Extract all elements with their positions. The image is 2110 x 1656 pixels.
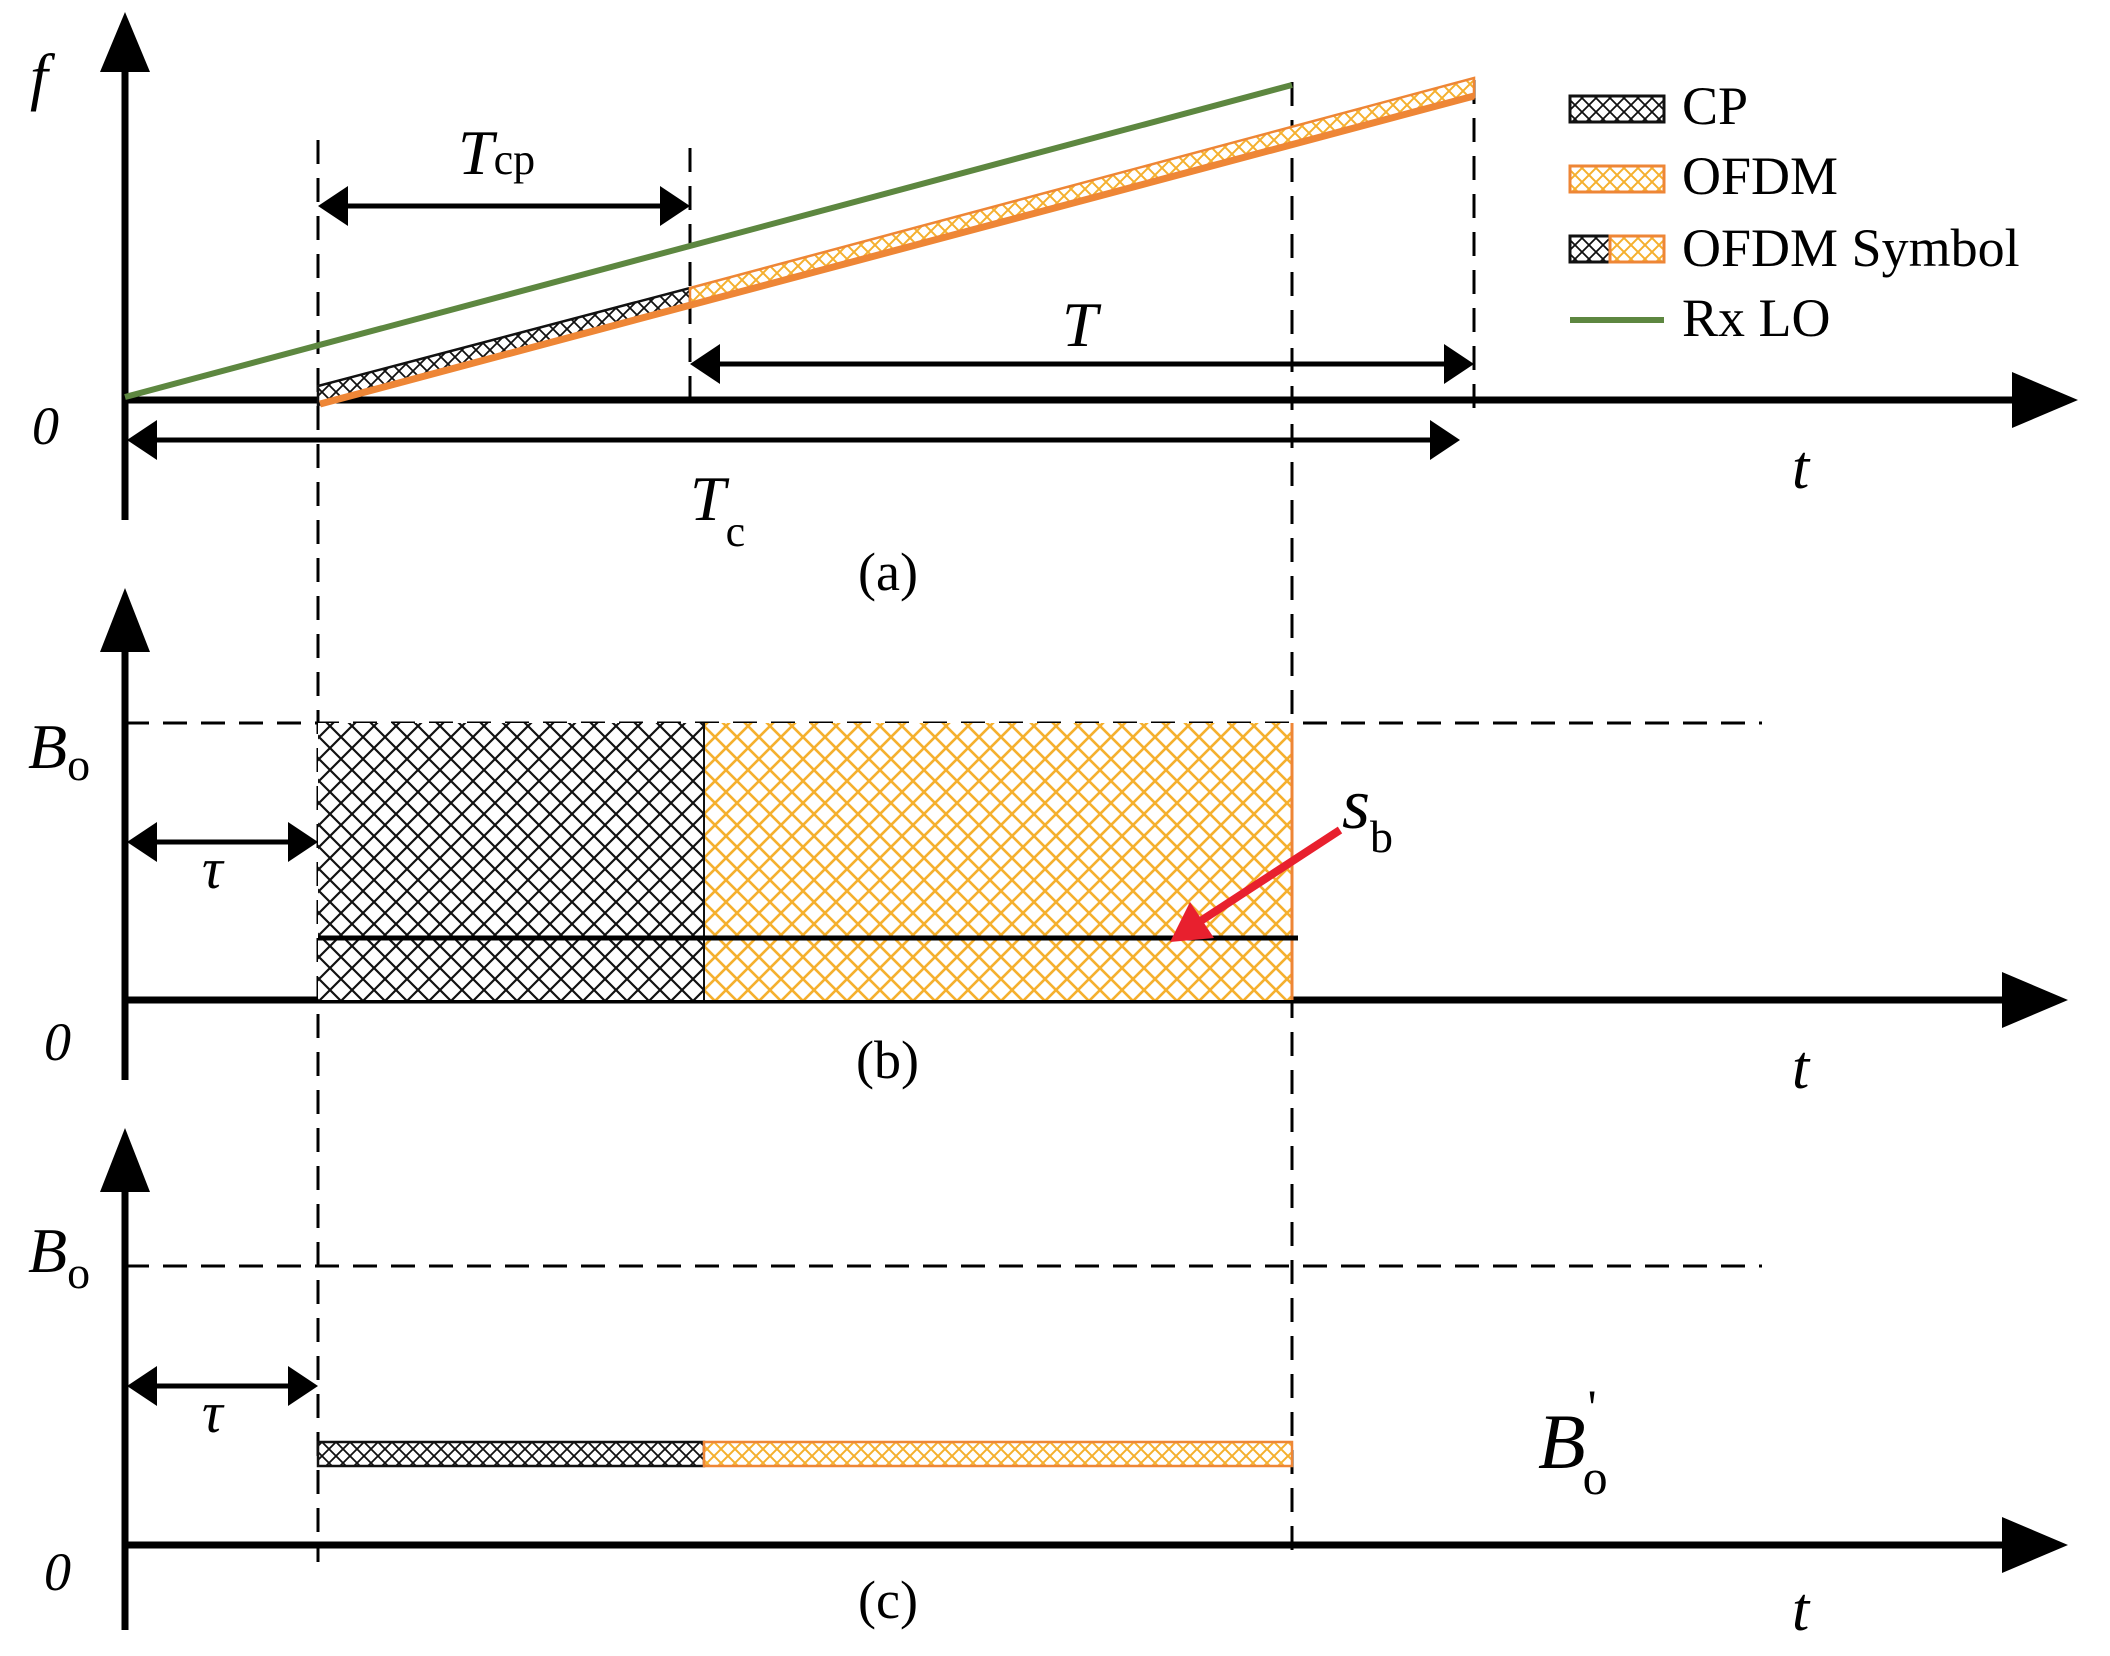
t-arrow-left bbox=[690, 344, 720, 384]
tc-arrow-right bbox=[1430, 420, 1460, 460]
bo-prime-main: B bbox=[1538, 1398, 1586, 1485]
bo-prime-label: B' o bbox=[1538, 1379, 1608, 1505]
legend-swatch-ofdm bbox=[1568, 164, 1666, 194]
panel-c-y-arrowhead bbox=[100, 1128, 150, 1192]
panel-c-bo-main: B bbox=[28, 1215, 67, 1286]
panel-c-tau-arrow-left bbox=[127, 1366, 157, 1406]
panel-c-cp-strip bbox=[316, 1440, 706, 1468]
panel-b-zero-label: 0 bbox=[44, 1012, 71, 1072]
rx-lo-line bbox=[124, 82, 1293, 400]
panel-c-ofdm-strip bbox=[702, 1440, 1294, 1468]
panel-b-tau-arrow-right bbox=[288, 822, 318, 862]
chirp-lower-edge bbox=[319, 92, 1475, 408]
panel-a-f-label: f bbox=[30, 41, 56, 112]
panel-b-ofdm-block bbox=[704, 723, 1292, 1000]
tc-arrow-left bbox=[127, 420, 157, 460]
panel-a-y-arrowhead bbox=[100, 12, 150, 72]
legend-swatch-ofdm-symbol-cp bbox=[1568, 234, 1612, 264]
panel-b-y-arrowhead bbox=[100, 588, 150, 652]
legend-item-ofdm-symbol: OFDM Symbol bbox=[1568, 218, 2020, 278]
panel-b-t-label: t bbox=[1792, 1034, 1811, 1102]
legend-label-cp: CP bbox=[1682, 76, 1748, 136]
panel-b-caption: (b) bbox=[856, 1030, 919, 1090]
panel-c-bo-label: Bo bbox=[28, 1215, 90, 1298]
panel-a-caption: (a) bbox=[858, 542, 918, 602]
bo-prime-mark: ' bbox=[1588, 1379, 1597, 1435]
t-arrow-right bbox=[1444, 344, 1474, 384]
panel-c-tau-label: τ bbox=[202, 1380, 225, 1445]
panel-a-t-label: t bbox=[1792, 434, 1811, 502]
tcp-arrow-right bbox=[660, 186, 690, 226]
tcp-label-sub: cp bbox=[494, 135, 536, 184]
panel-b-tau-arrow-left bbox=[127, 822, 157, 862]
sb-pointer-head bbox=[1170, 902, 1214, 942]
panel-c-x-arrowhead bbox=[2002, 1517, 2068, 1573]
tc-label-main: T bbox=[690, 463, 730, 534]
sb-label-sub: b bbox=[1370, 811, 1393, 862]
tc-label: Tc bbox=[690, 463, 745, 556]
legend-item-cp: CP bbox=[1568, 76, 1748, 136]
panel-a-x-arrowhead bbox=[2012, 372, 2078, 428]
sb-label-main: s bbox=[1342, 764, 1370, 844]
panel-b-x-arrowhead bbox=[2002, 972, 2068, 1028]
panel-a-zero-label: 0 bbox=[32, 396, 59, 456]
panel-b-bo-label: Bo bbox=[28, 711, 90, 790]
sb-label: sb bbox=[1342, 764, 1393, 862]
tcp-arrow-left bbox=[318, 186, 348, 226]
legend-label-rx-lo: Rx LO bbox=[1682, 288, 1831, 348]
panel-c-caption: (c) bbox=[858, 1570, 918, 1630]
panel-c-bo-sub: o bbox=[67, 1247, 90, 1298]
panel-b: Bo 0 t τ sb (b) bbox=[28, 588, 2068, 1102]
legend-item-rx-lo: Rx LO bbox=[1570, 288, 1831, 348]
legend-swatch-cp bbox=[1568, 94, 1666, 124]
sb-pointer-line bbox=[1193, 826, 1343, 928]
panel-c-tau-arrow-right bbox=[288, 1366, 318, 1406]
panel-b-cp-block bbox=[318, 723, 704, 1000]
tc-label-sub: c bbox=[726, 507, 746, 556]
legend-label-ofdm: OFDM bbox=[1682, 146, 1838, 206]
tcp-label-main: T bbox=[458, 117, 498, 188]
panel-b-tau-label: τ bbox=[202, 836, 225, 901]
panel-c-t-label: t bbox=[1792, 1576, 1811, 1644]
legend-item-ofdm: OFDM bbox=[1568, 146, 1838, 206]
tcp-label: Tcp bbox=[458, 117, 535, 188]
panel-c-zero-label: 0 bbox=[44, 1542, 71, 1602]
legend: CP OFDM OFDM Symbol Rx LO bbox=[1568, 76, 2020, 348]
panel-c: Bo 0 t τ B'o (c) bbox=[28, 1128, 2068, 1644]
bo-prime-sub: o bbox=[1583, 1449, 1608, 1505]
legend-label-ofdm-symbol: OFDM Symbol bbox=[1682, 218, 2020, 278]
panel-a: f 0 t Tcp T Tc (a) bbox=[30, 12, 2078, 602]
panel-b-bo-sub: o bbox=[67, 739, 90, 790]
t-period-label: T bbox=[1062, 289, 1102, 360]
legend-swatch-ofdm-symbol-ofdm bbox=[1608, 234, 1666, 264]
panel-b-bo-main: B bbox=[28, 711, 67, 782]
